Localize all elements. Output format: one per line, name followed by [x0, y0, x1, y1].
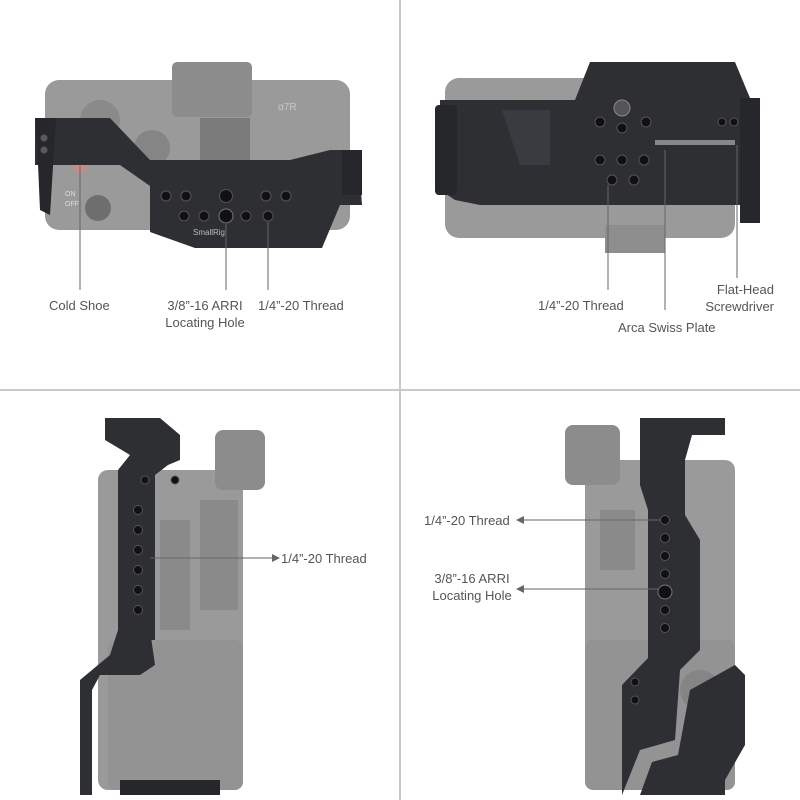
bottom-view-illustration	[435, 62, 760, 310]
arca-swiss-label: Arca Swiss Plate	[618, 320, 716, 335]
grip-cutout	[502, 110, 550, 165]
horizontal-divider	[0, 389, 800, 391]
cage-side-rail	[120, 475, 155, 640]
arri-hole-label-line2: Locating Hole	[165, 315, 245, 330]
arri-hole-label: 3/8”-16 ARRI Locating Hole	[160, 297, 250, 331]
panel-left-side-view: 1/4”-20 Thread	[0, 400, 400, 800]
cage-base-bracket	[120, 780, 220, 795]
card-door	[600, 510, 635, 570]
camera-model-mark: α7R	[278, 102, 297, 113]
cage-right-arm	[740, 98, 760, 223]
panel-top-view: ON OFF α7R SmallRig Cold Shoe 3/8”-16 AR…	[0, 0, 400, 400]
screwdriver-label-line1: Flat-Head	[716, 282, 774, 297]
on-text: ON	[65, 191, 76, 198]
cage-side-plate	[622, 418, 745, 795]
arri-hole-label-line1: 3/8”-16 ARRI	[167, 298, 243, 313]
screwdriver-label: Flat-Head Screwdriver	[690, 281, 774, 315]
power-switch	[85, 195, 111, 221]
cage-top-plate	[35, 118, 362, 248]
lens-mount-stub	[605, 225, 665, 253]
side-port-door	[160, 520, 190, 630]
cage-left-arm	[36, 118, 56, 215]
eyecup	[215, 430, 265, 490]
panel-bottom-view: 1/4”-20 Thread Arca Swiss Plate Flat-Hea…	[400, 0, 800, 400]
arri-hole-label-line2: Locating Hole	[432, 588, 512, 603]
screwdriver-label-line2: Screwdriver	[705, 299, 774, 314]
battery-grip	[108, 640, 243, 790]
mounting-screw	[613, 99, 631, 117]
panel-right-side-view: 1/4”-20 Thread 3/8”-16 ARRI Locating Hol…	[400, 400, 800, 800]
cage-right-arm	[342, 150, 362, 195]
hot-shoe	[200, 118, 250, 163]
cold-shoe-label: Cold Shoe	[49, 298, 110, 313]
vertical-divider	[399, 0, 401, 800]
off-text: OFF	[65, 201, 79, 208]
arri-hole-label: 3/8”-16 ARRI Locating Hole	[426, 570, 518, 604]
thread-label: 1/4”-20 Thread	[258, 298, 344, 313]
eyecup	[565, 425, 620, 485]
thread-holes	[133, 475, 180, 615]
arrow-icon	[516, 516, 524, 524]
cage-bottom-plate	[440, 62, 752, 205]
cage-screw	[40, 146, 48, 154]
side-port-door	[200, 500, 238, 610]
arri-hole-label-line1: 3/8”-16 ARRI	[434, 571, 510, 586]
flat-head-screwdriver	[655, 140, 735, 145]
arri-locating-hole	[657, 584, 673, 600]
arri-locating-hole	[218, 208, 234, 224]
right-side-illustration	[516, 418, 745, 795]
brand-mark: SmallRig	[193, 228, 225, 237]
thread-label: 1/4”-20 Thread	[424, 513, 510, 528]
thread-holes	[594, 116, 739, 186]
thread-label: 1/4”-20 Thread	[538, 298, 624, 313]
top-view-illustration: ON OFF α7R SmallRig	[35, 62, 362, 290]
cage-screw	[40, 134, 48, 142]
viewfinder-hump	[172, 62, 252, 117]
left-side-illustration	[80, 418, 280, 795]
thread-label: 1/4”-20 Thread	[281, 551, 367, 566]
thread-holes	[160, 189, 292, 222]
arrow-icon	[272, 554, 280, 562]
arrow-icon	[516, 585, 524, 593]
cage-side-bracket	[435, 105, 457, 195]
thread-holes	[630, 515, 670, 705]
